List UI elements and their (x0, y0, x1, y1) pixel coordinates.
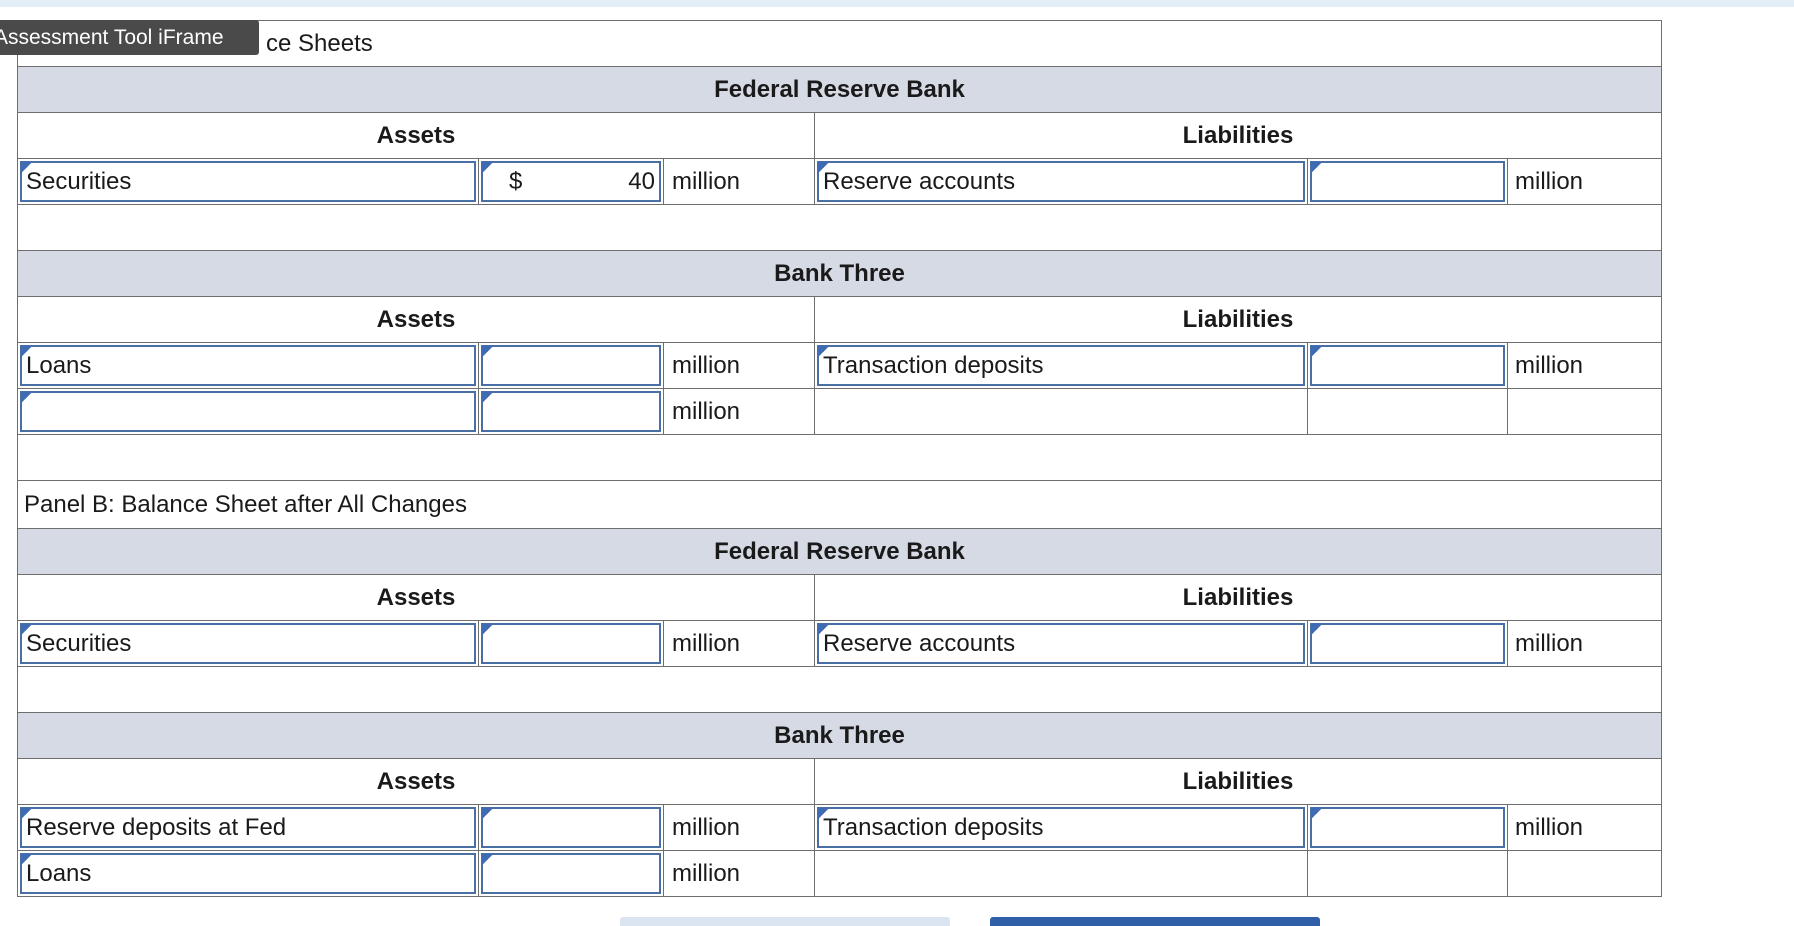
panel-b-bank-asset1-value-field[interactable] (481, 807, 661, 848)
panel-a-bank-liab-value-field[interactable] (1310, 345, 1505, 386)
empty-cell (815, 851, 1308, 896)
unit-label: million (664, 805, 815, 850)
panel-b-fed-asset-name-field[interactable]: Securities (20, 623, 476, 664)
panel-b-fed-title: Federal Reserve Bank (714, 537, 965, 565)
secondary-button[interactable] (620, 917, 950, 926)
unit-label: million (664, 389, 815, 434)
assets-heading: Assets (18, 297, 815, 342)
panel-b-bank-header: Bank Three (18, 713, 1661, 759)
panel-b-fed-row: Securities million Reserve accounts mill… (18, 621, 1661, 667)
unit-label: million (1515, 629, 1584, 657)
balance-sheets-table: ce Sheets Federal Reserve Bank Assets Li… (17, 20, 1662, 897)
unit-label: million (664, 343, 815, 388)
assets-heading: Assets (18, 759, 815, 804)
assessment-tool-iframe-tag: Assessment Tool iFrame (0, 20, 259, 55)
panel-a-fed-asset-value-field[interactable]: $40 (481, 161, 661, 202)
panel-b-title: Panel B: Balance Sheet after All Changes (24, 490, 467, 518)
panel-a-bank-asset1-name-field[interactable]: Loans (20, 345, 476, 386)
panel-a-fed-column-headers: Assets Liabilities (18, 113, 1661, 159)
liabilities-heading: Liabilities (1182, 305, 1294, 333)
panel-a-fed-header: Federal Reserve Bank (18, 67, 1661, 113)
panel-a-bank-asset2-value-field[interactable] (481, 391, 661, 432)
panel-b-fed-liab-value-field[interactable] (1310, 623, 1505, 664)
panel-b-bank-asset2-name-field[interactable]: Loans (20, 853, 476, 894)
panel-b-fed-asset-value-field[interactable] (481, 623, 661, 664)
panel-b-bank-title: Bank Three (774, 721, 905, 749)
panel-a-fed-title: Federal Reserve Bank (714, 75, 965, 103)
unit-label: million (664, 159, 815, 204)
panel-b-title-row: Panel B: Balance Sheet after All Changes (18, 481, 1661, 529)
panel-a-fed-liab-value-field[interactable] (1310, 161, 1505, 202)
panel-b-bank-liab-value-field[interactable] (1310, 807, 1505, 848)
empty-cell (1308, 389, 1508, 434)
unit-label: million (664, 851, 815, 896)
panel-a-fed-asset-name-field[interactable]: Securities (20, 161, 476, 202)
panel-b-fed-header: Federal Reserve Bank (18, 529, 1661, 575)
unit-label: million (1515, 813, 1584, 841)
table-title-row: ce Sheets (18, 21, 1661, 67)
panel-a-bank-row-1: Loans million Transaction deposits milli… (18, 343, 1661, 389)
unit-label: million (1515, 167, 1584, 195)
panel-b-fed-column-headers: Assets Liabilities (18, 575, 1661, 621)
currency-symbol: $ (509, 167, 523, 195)
panel-b-bank-row-1: Reserve deposits at Fed million Transact… (18, 805, 1661, 851)
panel-b-bank-column-headers: Assets Liabilities (18, 759, 1661, 805)
panel-a-bank-column-headers: Assets Liabilities (18, 297, 1661, 343)
panel-a-bank-liab-name-field[interactable]: Transaction deposits (817, 345, 1305, 386)
liabilities-heading: Liabilities (1182, 583, 1294, 611)
assets-heading: Assets (18, 113, 815, 158)
panel-a-bank-row-2: million (18, 389, 1661, 435)
spacer-row (18, 205, 1661, 251)
spacer-row (18, 435, 1661, 481)
panel-a-fed-asset-value: 40 (628, 167, 655, 195)
table-title: ce Sheets (266, 29, 373, 57)
unit-label: million (664, 621, 815, 666)
panel-a-fed-liab-name-field[interactable]: Reserve accounts (817, 161, 1305, 202)
liabilities-heading: Liabilities (1182, 767, 1294, 795)
panel-a-bank-asset2-name-field[interactable] (20, 391, 476, 432)
primary-button[interactable] (990, 917, 1320, 926)
panel-a-bank-title: Bank Three (774, 259, 905, 287)
panel-b-fed-liab-name-field[interactable]: Reserve accounts (817, 623, 1305, 664)
empty-cell (1508, 389, 1661, 434)
panel-b-bank-asset1-name-field[interactable]: Reserve deposits at Fed (20, 807, 476, 848)
panel-a-fed-row: Securities $40 million Reserve accounts … (18, 159, 1661, 205)
unit-label: million (1515, 351, 1584, 379)
liabilities-heading: Liabilities (1182, 121, 1294, 149)
panel-a-bank-asset1-value-field[interactable] (481, 345, 661, 386)
empty-cell (815, 389, 1308, 434)
panel-b-bank-asset2-value-field[interactable] (481, 853, 661, 894)
empty-cell (1308, 851, 1508, 896)
empty-cell (1508, 851, 1661, 896)
top-strip (0, 0, 1794, 7)
panel-b-bank-row-2: Loans million (18, 851, 1661, 897)
spacer-row (18, 667, 1661, 713)
panel-a-bank-header: Bank Three (18, 251, 1661, 297)
panel-b-bank-liab-name-field[interactable]: Transaction deposits (817, 807, 1305, 848)
assets-heading: Assets (18, 575, 815, 620)
